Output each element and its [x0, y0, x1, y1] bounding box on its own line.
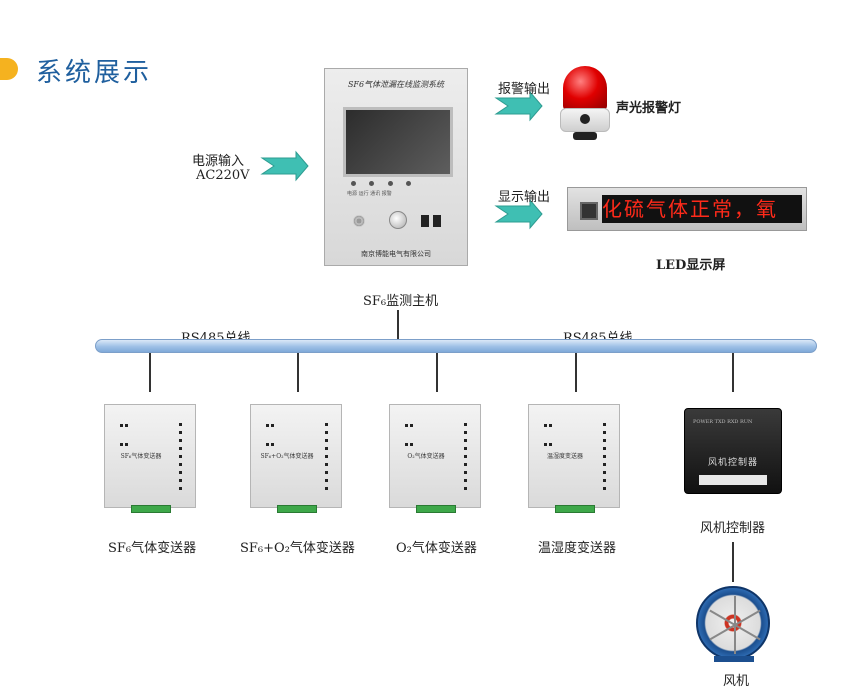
led-panel-icon: 化硫气体正常，氧: [567, 187, 807, 231]
fan-controller-panel: 风机控制器: [707, 458, 758, 468]
terminal-block: [131, 505, 171, 513]
temp-humidity-transmitter-caption: 温湿度变送器: [538, 541, 617, 556]
display-output-label: 显示输出: [498, 190, 551, 205]
host-panel-title: SF6气体泄漏在线监测系统: [347, 80, 445, 89]
host-leds: [351, 181, 411, 186]
o2-transmitter-panel: O₂气体变送器: [407, 453, 445, 460]
sf6-transmitter: SF₆气体变送器: [104, 404, 196, 513]
o2-transmitter-caption: O₂气体变送器: [396, 541, 477, 556]
alarm-lamp-label: 声光报警灯: [616, 101, 682, 116]
o2-transmitter: O₂气体变送器: [389, 404, 481, 513]
led-display-label: LED显示屏: [656, 258, 726, 273]
host-panel-sub: 电源 运行 通讯 报警: [347, 191, 392, 197]
alarm-lamp-button: [580, 114, 590, 124]
fan-stand: [714, 656, 754, 662]
temp-humidity-transmitter: 温湿度变送器: [528, 404, 620, 513]
power-spec-label: AC220V: [196, 168, 250, 183]
terminal-block: [555, 505, 595, 513]
temp-humidity-transmitter-panel: 温湿度变送器: [546, 453, 583, 460]
rs485-bus: [95, 339, 817, 353]
sf6-o2-transmitter: SF₆+O₂气体变送器: [250, 404, 342, 513]
alarm-arrow-icon: [494, 90, 543, 122]
sf6-o2-transmitter-panel: SF₆+O₂气体变送器: [260, 453, 314, 460]
title-bullet-icon: [0, 58, 18, 80]
sf6-monitor-host: SF6气体泄漏在线监测系统 电源 运行 通讯 报警 南京博能电气有限公司: [324, 68, 468, 266]
switch-icon: [433, 215, 441, 227]
terminal-block: [277, 505, 317, 513]
host-company: 南京博能电气有限公司: [361, 250, 431, 258]
knob-icon: [389, 211, 407, 229]
host-caption: SF₆监测主机: [363, 294, 439, 309]
switch-icon: [421, 215, 429, 227]
fan-icon: [696, 586, 770, 660]
fan-controller-tag: POWER TXD RXD RUN: [693, 419, 753, 425]
terminal-block: [416, 505, 456, 513]
alarm-lamp-foot: [573, 132, 597, 140]
fan-caption: 风机: [723, 674, 750, 689]
fan-controller-terminal: [699, 475, 767, 485]
fan-controller: POWER TXD RXD RUN 风机控制器: [684, 408, 782, 494]
alarm-lamp-icon: [563, 66, 607, 110]
led-sensor: [580, 202, 598, 220]
sf6-transmitter-caption: SF₆气体变送器: [108, 541, 197, 556]
display-arrow-icon: [494, 198, 543, 230]
sf6-o2-transmitter-caption: SF₆+O₂气体变送器: [240, 541, 355, 556]
power-input-label: 电源输入: [192, 154, 245, 169]
speaker-icon: [353, 215, 365, 227]
page-title: 系统展示: [36, 58, 153, 88]
host-screen: [343, 107, 453, 177]
sf6-transmitter-panel: SF₆气体变送器: [120, 453, 162, 460]
fan-controller-caption: 风机控制器: [700, 521, 766, 536]
power-arrow-icon: [260, 150, 309, 182]
alarm-output-label: 报警输出: [498, 82, 551, 97]
led-scroll-text: 化硫气体正常，氧: [602, 195, 802, 223]
